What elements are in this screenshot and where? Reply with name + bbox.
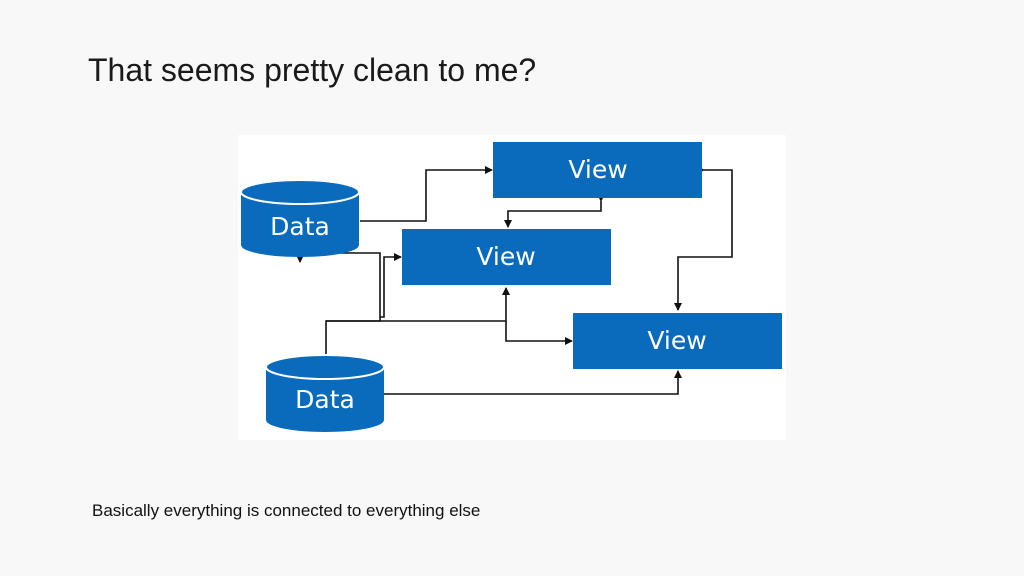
node-data-2-label: Data — [295, 385, 355, 414]
edge-data2-view3 — [377, 370, 682, 398]
node-view-1: View — [493, 142, 702, 198]
architecture-diagram: Data Data View View View — [238, 135, 786, 440]
connectors — [296, 166, 733, 398]
node-data-1: Data — [240, 179, 360, 257]
slide-caption: Basically everything is connected to eve… — [92, 501, 481, 520]
diagram-canvas: Data Data View View View — [240, 142, 782, 432]
node-view-2-label: View — [476, 242, 535, 271]
edge-data2-to-data1 — [296, 252, 381, 355]
node-view-3: View — [573, 313, 782, 369]
node-view-2: View — [402, 229, 611, 285]
node-data-2: Data — [265, 354, 385, 432]
edge-view1-view3 — [674, 166, 733, 311]
edge-view1-view2 — [504, 194, 605, 228]
node-view-3-label: View — [647, 326, 706, 355]
slide-title: That seems pretty clean to me? — [88, 52, 537, 88]
edge-data2-to-view2 — [326, 287, 510, 322]
edge-to-view2 — [380, 253, 402, 318]
node-view-1-label: View — [568, 155, 627, 184]
node-data-1-label: Data — [270, 212, 330, 241]
edge-data1-to-view1 — [360, 166, 493, 222]
edge-view2-to-view3 — [505, 321, 573, 345]
